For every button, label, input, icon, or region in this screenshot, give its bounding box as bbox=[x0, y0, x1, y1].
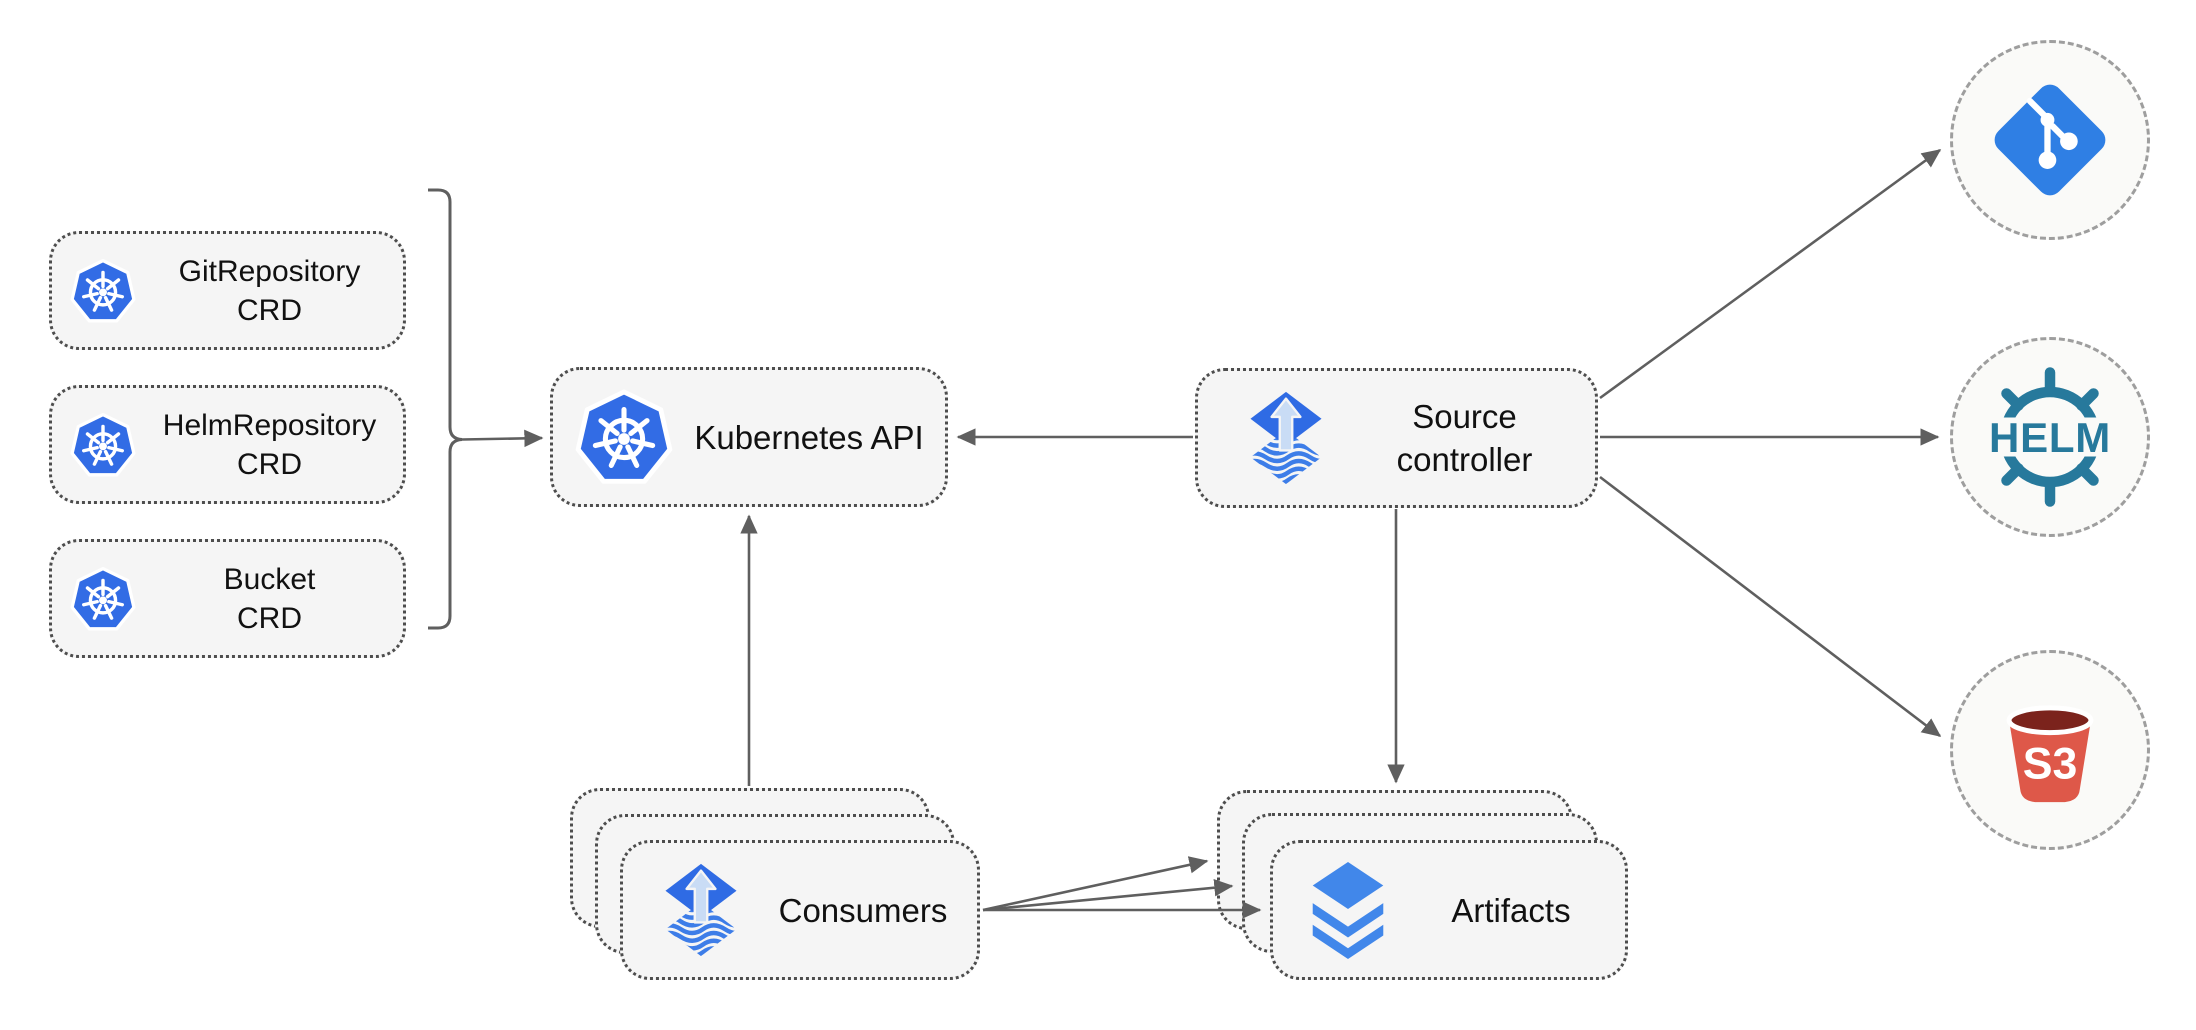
edge-source-controller-to-git bbox=[1599, 148, 1942, 400]
node-artifacts: Artifacts bbox=[1270, 840, 1628, 980]
kubernetes-icon bbox=[70, 258, 136, 324]
artifacts-label: Artifacts bbox=[1451, 891, 1571, 929]
node-helm-endpoint: HELM bbox=[1950, 337, 2150, 537]
node-bucket-crd: Bucket CRD bbox=[49, 539, 406, 658]
helm-icon: HELM bbox=[1984, 367, 2116, 507]
kubernetes-api-label: Kubernetes API bbox=[694, 418, 924, 456]
node-kubernetes-api: Kubernetes API bbox=[550, 367, 948, 507]
bucket-crd-label: Bucket CRD bbox=[223, 562, 316, 635]
edge-consumers-to-artifacts-1 bbox=[982, 856, 1209, 912]
git-icon bbox=[1994, 84, 2106, 196]
gitrepository-crd-label: GitRepository CRD bbox=[178, 254, 361, 327]
source-controller-label: Source controller bbox=[1396, 398, 1533, 478]
flux-icon bbox=[653, 862, 749, 958]
crd-group-bracket bbox=[428, 188, 463, 630]
helmrepository-crd-label: HelmRepository CRD bbox=[162, 408, 377, 481]
node-git-endpoint bbox=[1950, 40, 2150, 240]
s3-bucket-icon: S3 bbox=[2006, 705, 2094, 803]
s3-wordmark: S3 bbox=[2023, 740, 2078, 789]
flux-icon bbox=[1238, 390, 1334, 486]
node-helmrepository-crd: HelmRepository CRD bbox=[49, 385, 406, 504]
node-gitrepository-crd: GitRepository CRD bbox=[49, 231, 406, 350]
layers-icon bbox=[1299, 858, 1397, 962]
node-source-controller: Source controller bbox=[1195, 368, 1598, 508]
edge-crds-to-kubernetes-api bbox=[461, 429, 544, 448]
edge-source-controller-to-s3 bbox=[1599, 475, 1942, 738]
node-consumers: Consumers bbox=[620, 840, 980, 980]
helm-wordmark: HELM bbox=[1989, 414, 2111, 461]
consumers-label: Consumers bbox=[778, 891, 948, 929]
kubernetes-icon bbox=[70, 566, 136, 632]
kubernetes-icon bbox=[70, 412, 136, 478]
node-s3-endpoint: S3 bbox=[1950, 650, 2150, 850]
edge-consumers-to-artifacts-2 bbox=[982, 879, 1234, 912]
kubernetes-icon bbox=[575, 388, 673, 486]
